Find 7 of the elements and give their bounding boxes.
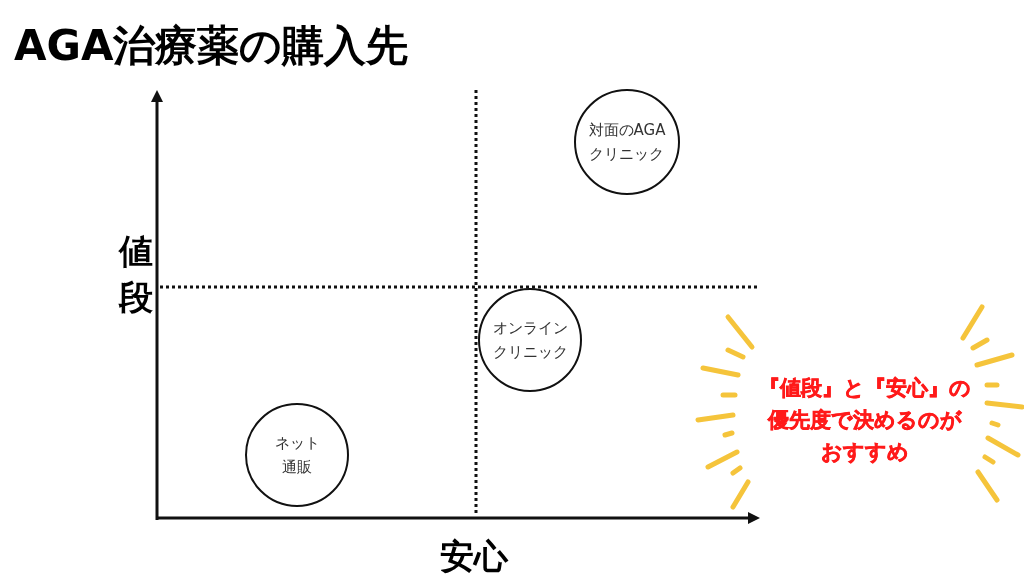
title: AGA治療薬の購入先 <box>14 20 409 72</box>
callout-text: 『値段』と『安心』の優先度で決めるのがおすすめ <box>758 375 972 466</box>
node-label: オンラインクリニック <box>492 318 568 363</box>
axis-label: 安心 <box>440 535 508 576</box>
node-label: ネット通販 <box>274 433 320 478</box>
node-label: 対面のAGAクリニック <box>588 120 666 165</box>
axis-label: 値段 <box>117 230 154 319</box>
